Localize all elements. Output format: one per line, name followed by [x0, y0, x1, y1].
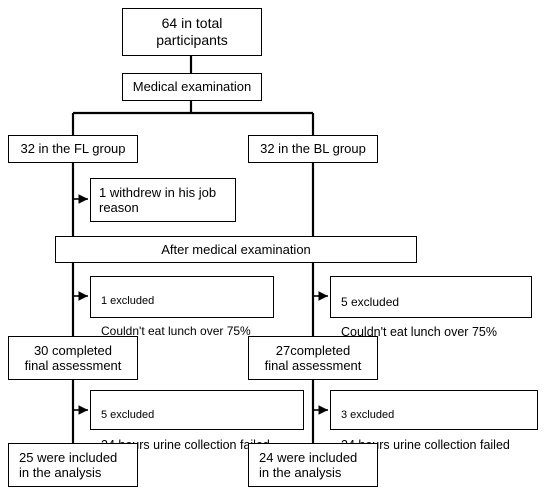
total-participants-box: 64 in total participants — [122, 8, 262, 56]
bl-analysis-box: 24 were included in the analysis — [248, 443, 378, 487]
bl-completed-box: 27completed final assessment — [248, 336, 378, 380]
fl-excluded-lunch-reason: Couldn't eat lunch over 75% — [101, 323, 251, 338]
fl-excluded-urine-box: 5 excluded 24 hours urine collection fai… — [90, 390, 304, 452]
after-medical-examination-box: After medical examination — [55, 236, 417, 263]
bl-excluded-urine-box: 3 excluded 24 hours urine collection fai… — [330, 390, 538, 452]
fl-excluded-lunch-count: 1 excluded — [101, 295, 155, 308]
fl-analysis-box: 25 were included in the analysis — [8, 443, 138, 487]
fl-excluded-urine-count: 5 excluded — [101, 409, 155, 422]
fl-group-box: 32 in the FL group — [8, 135, 138, 163]
bl-excluded-lunch-reason: Couldn't eat lunch over 75% — [341, 324, 497, 339]
withdrew-box: 1 withdrew in his job reason — [90, 178, 236, 222]
fl-excluded-lunch-box: 1 excluded Couldn't eat lunch over 75% — [90, 276, 274, 338]
bl-excluded-lunch-count: 5 excluded — [341, 295, 400, 310]
fl-completed-box: 30 completed final assessment — [8, 336, 138, 380]
medical-examination-box: Medical examination — [122, 73, 262, 101]
bl-excluded-urine-count: 3 excluded — [341, 409, 395, 422]
bl-group-box: 32 in the BL group — [248, 135, 378, 163]
bl-excluded-lunch-box: 5 excluded Couldn't eat lunch over 75% — [330, 276, 532, 339]
